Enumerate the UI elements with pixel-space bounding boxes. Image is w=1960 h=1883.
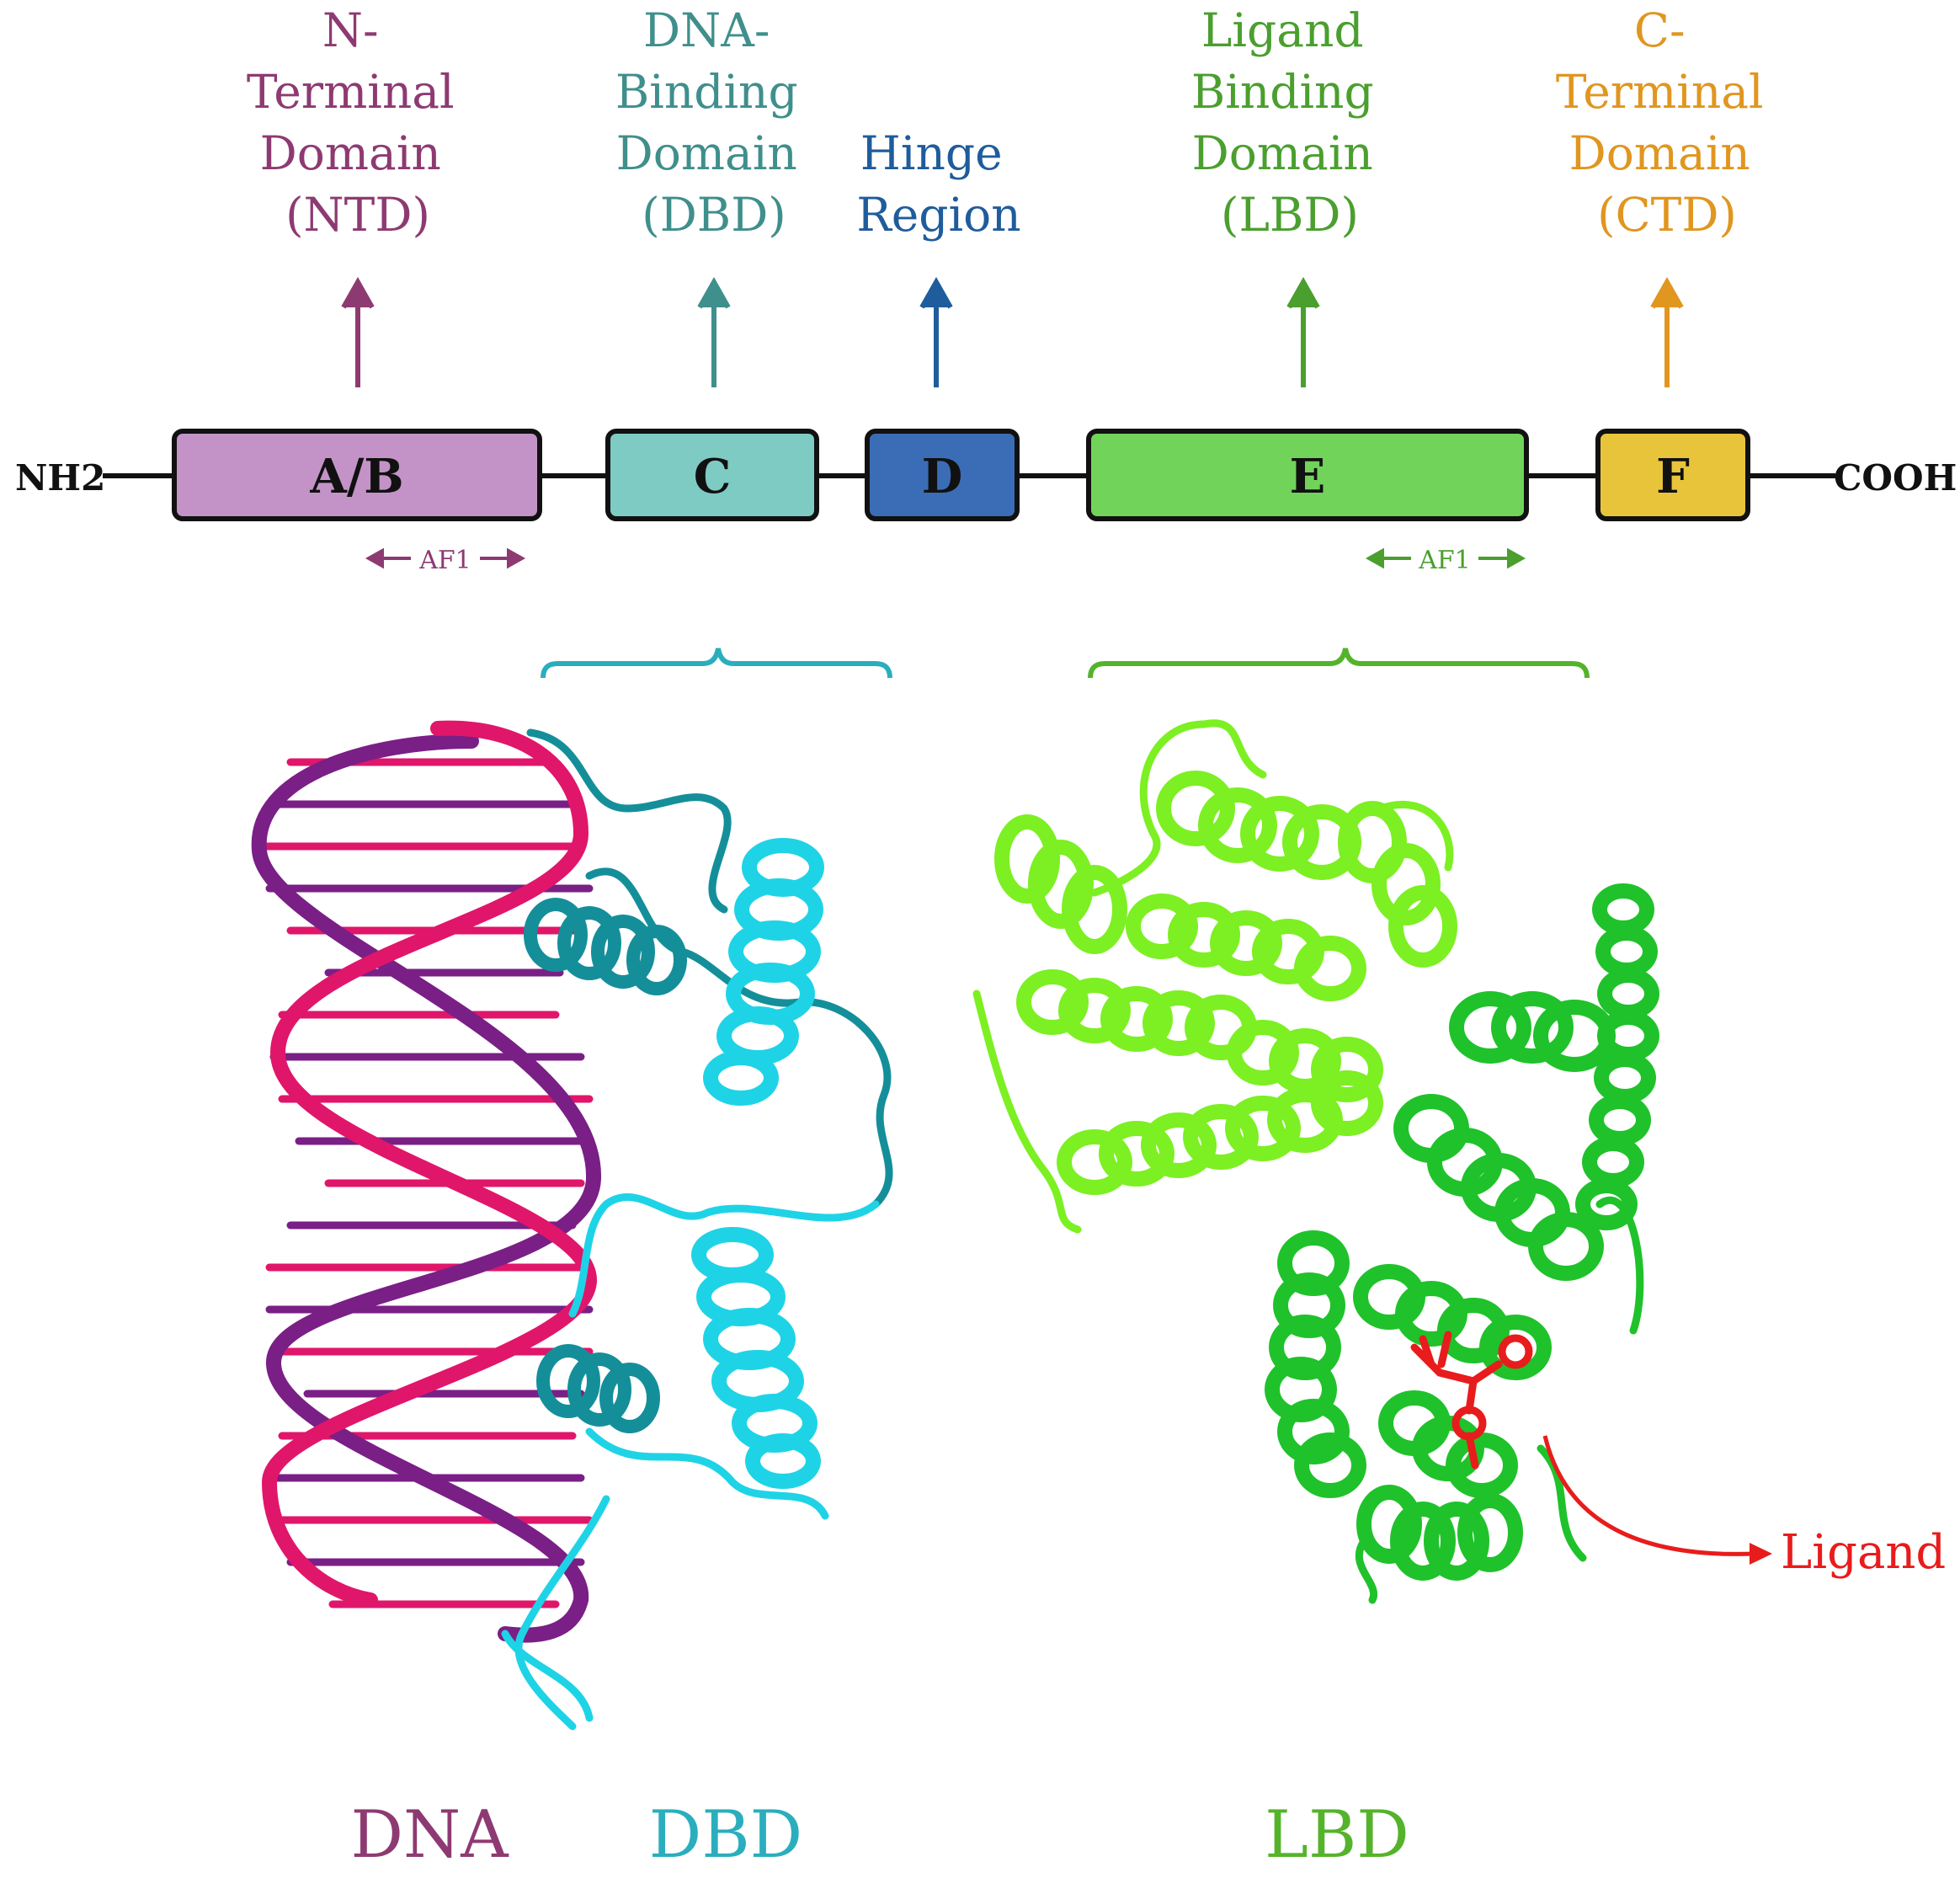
lbd-bottom-label: LBD [1265, 1797, 1409, 1873]
dbd-brace [541, 648, 892, 679]
c-terminus-label: COOH [1834, 457, 1957, 499]
dbd-label: DNA- Binding Domain (DBD) [615, 3, 812, 242]
box-ab: A/B [172, 429, 542, 521]
dbd-protein [501, 728, 893, 1731]
ctd-label: C- Terminal Domain (CTD) [1556, 3, 1778, 242]
ligand-molecule [1410, 1331, 1533, 1470]
af-marker-ntd: AF1 [365, 546, 526, 575]
dbd-helix-lower [536, 1344, 660, 1433]
domain-boxes: A/B C D E F [172, 429, 1750, 521]
lbd-loops-dark [1355, 1196, 1644, 1604]
ntd-label: N- Terminal Domain (NTD) [247, 3, 469, 242]
box-e: E [1086, 429, 1529, 521]
ligand-pointer-head [1750, 1543, 1772, 1565]
dna-strand-pink [261, 720, 598, 1608]
dbd-helix-lower-right [691, 1227, 821, 1489]
box-c: C [605, 429, 819, 521]
n-terminus-label: NH2 [15, 457, 105, 499]
lbd-arrow [1286, 276, 1320, 387]
lbd-loops-light [972, 719, 1454, 1234]
ligand-pointer-line [1542, 1435, 1756, 1556]
box-d-letter: D [922, 449, 963, 504]
af-marker-lbd: AF1 [1365, 546, 1526, 575]
box-c-letter: C [694, 449, 732, 504]
lbd-protein [972, 719, 1659, 1604]
ligand-label: Ligand [1781, 1525, 1946, 1580]
dna-label: DNA [350, 1797, 509, 1873]
lbd-label: Ligand Binding Domain (LBD) [1191, 3, 1388, 242]
box-f: F [1595, 429, 1750, 521]
lbd-helices-light [994, 771, 1457, 1195]
lbd-helices-dark [1265, 991, 1616, 1581]
lbd-brace [1088, 648, 1590, 679]
af1-ntd-label: AF1 [418, 546, 471, 575]
dbd-helix-upper [524, 898, 687, 995]
ctd-arrow [1650, 276, 1684, 387]
ntd-arrow [341, 276, 375, 387]
dbd-arrow [697, 276, 731, 387]
box-ab-letter: A/B [309, 449, 403, 504]
dbd-helix-upper-right [703, 838, 824, 1106]
dna-strand-purple [251, 733, 602, 1643]
domain-arrows [341, 276, 1684, 387]
box-e-letter: E [1290, 449, 1326, 504]
box-d: D [865, 429, 1020, 521]
hinge-arrow [919, 276, 953, 387]
af1-lbd-label: AF1 [1418, 546, 1471, 575]
dbd-bottom-label: DBD [649, 1797, 802, 1873]
box-f-letter: F [1656, 449, 1690, 504]
hinge-label: Hinge Region [856, 126, 1020, 242]
lbd-helix-long [1575, 883, 1659, 1230]
dna-helix [251, 720, 602, 1643]
domain-labels: N- Terminal Domain (NTD) DNA- Binding Do… [247, 3, 1778, 242]
